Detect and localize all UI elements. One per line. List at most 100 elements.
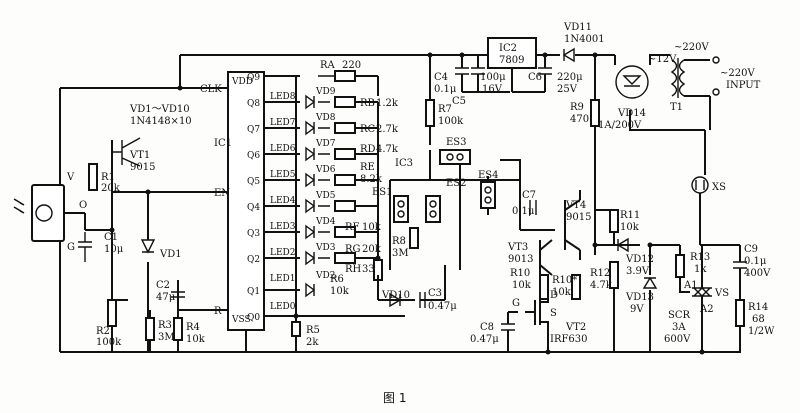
r12-value: 4.7k	[590, 280, 613, 291]
rh-label: RH	[345, 264, 362, 275]
c6-label: C6	[528, 72, 542, 83]
led6-label: LED6	[270, 144, 296, 154]
c7-capacitor: C7 0.1μ	[512, 190, 537, 217]
junction-dots	[109, 52, 705, 355]
rb-label: RB	[360, 98, 375, 109]
es1-switch	[393, 195, 409, 223]
vd13-label: VD13	[625, 292, 654, 303]
c9-capacitor: C9 0.1μ 400V	[733, 244, 771, 300]
c6-value: 220μ	[557, 72, 583, 83]
vd12-label: VD12	[625, 254, 654, 265]
vd11-label: VD11	[563, 22, 592, 33]
r4-label: R4	[186, 322, 200, 333]
r8-label: R8	[392, 236, 406, 247]
c6-voltage: 25V	[557, 84, 578, 95]
input-label: INPUT	[726, 80, 761, 91]
ic1-pin-q0: Q0	[247, 313, 260, 323]
led0-label: LED0	[270, 302, 296, 312]
c5-label: C5	[452, 96, 466, 107]
led1-label: LED1	[270, 274, 296, 284]
vt1-label: VT1	[129, 150, 150, 161]
vd12-zener: VD12 3.9V	[595, 237, 654, 277]
ic1-pin-q4: Q4	[247, 203, 260, 213]
ic1-pin-q9: Q9	[247, 73, 260, 83]
ir-sensor-module: V O G	[13, 88, 87, 352]
vt1-transistor: VT1 9015	[84, 137, 155, 301]
es2-switch	[425, 195, 441, 223]
t1-secondary: ~12V	[648, 54, 677, 65]
vd4-label: VD4	[315, 217, 336, 227]
diode-bank-part: 1N4148×10	[130, 116, 192, 127]
rg-label: RG	[345, 244, 361, 255]
r10b-resistor: R10* 10k	[552, 274, 581, 300]
r10b-value: 10k	[552, 287, 572, 298]
vd5-label: VD5	[315, 191, 336, 201]
led-labels: LED8 LED7 LED6 LED5 LED4 LED3 LED2 LED1 …	[270, 92, 296, 312]
xs-socket: XS	[691, 176, 726, 245]
rg-value: 20k	[362, 244, 382, 255]
ic1-pin-r: R	[214, 306, 222, 317]
ic1-pin-q7: Q7	[247, 125, 260, 135]
es2-label: ES2	[446, 178, 467, 189]
r6-label: R6	[330, 274, 344, 285]
led3-label: LED3	[270, 222, 296, 232]
ic1-pin-q3: Q3	[247, 229, 260, 239]
scr-label: SCR	[668, 310, 691, 321]
ra-label: RA	[320, 60, 336, 71]
r10-label: R10	[510, 268, 530, 279]
sensor-pin-g: G	[67, 242, 75, 253]
t1-transformer: ~12V ~220V T1 ~220V INPUT	[648, 42, 761, 175]
scr-triac: A1 A2 VS SCR 3A 600V	[664, 244, 741, 352]
c9-voltage: 400V	[744, 268, 771, 279]
c8-value: 0.47μ	[470, 334, 499, 345]
es3-switch	[439, 149, 471, 165]
c1-label: C1	[104, 232, 118, 243]
c5-value: 100μ	[480, 72, 506, 83]
r14-power: 1/2W	[748, 326, 775, 337]
ic2-label: IC2	[499, 43, 517, 54]
vd3-label: VD3	[315, 243, 336, 253]
output-ladder	[264, 70, 405, 352]
rd-label: RD	[360, 144, 376, 155]
r2-resistor: R2 100k	[96, 299, 122, 352]
scr-voltage: 600V	[664, 334, 691, 345]
r8-value: 3M	[392, 248, 409, 259]
r11-resistor: R11 10k	[595, 209, 640, 245]
sensor-pin-v: V	[66, 172, 75, 183]
c2-value: 47μ	[156, 292, 176, 303]
c2-label: C2	[156, 280, 170, 291]
r10b-label: R10*	[552, 275, 577, 286]
c8-label: C8	[480, 322, 494, 333]
ic1-pin-vdd: VDD	[231, 77, 253, 87]
vd10-label: VD10	[381, 290, 410, 301]
scr-current: 3A	[672, 322, 686, 333]
vt4-label: VT4	[565, 200, 586, 211]
r11-label: R11	[620, 210, 640, 221]
r3-label: R3	[158, 320, 172, 331]
rf-value: 10k	[362, 222, 382, 233]
r10-resistor: R10 10k	[510, 268, 549, 300]
re-label: RE	[360, 162, 375, 173]
rb-value: 1.2k	[376, 98, 399, 109]
vd11-diode: VD11 1N4001	[545, 22, 615, 100]
c4-c5: C4 0.1μ C5 100μ 16V	[434, 55, 510, 107]
c4-label: C4	[434, 72, 448, 83]
vd13-zener: VD13 9V	[625, 245, 658, 352]
c3-value: 0.47μ	[428, 301, 457, 312]
led8-label: LED8	[270, 92, 296, 102]
r1-value: 20k	[101, 183, 121, 194]
es4-switch	[480, 181, 496, 209]
ic2-part: 7809	[499, 55, 524, 66]
rc-label: RC	[360, 124, 376, 135]
r2-label: R2	[96, 326, 110, 337]
r9-value: 470	[570, 114, 589, 125]
es1-label: ES1	[372, 187, 393, 198]
vd7-label: VD7	[315, 139, 336, 149]
c4-value: 0.1μ	[434, 84, 457, 95]
led4-label: LED4	[270, 196, 296, 206]
top-power-rail	[60, 54, 545, 145]
r12-resistor: R12 4.7k	[590, 261, 619, 352]
scr-a1: A1	[683, 280, 698, 291]
rd-value: 4.7k	[376, 144, 399, 155]
ic1-pin-q2: Q2	[247, 255, 260, 265]
